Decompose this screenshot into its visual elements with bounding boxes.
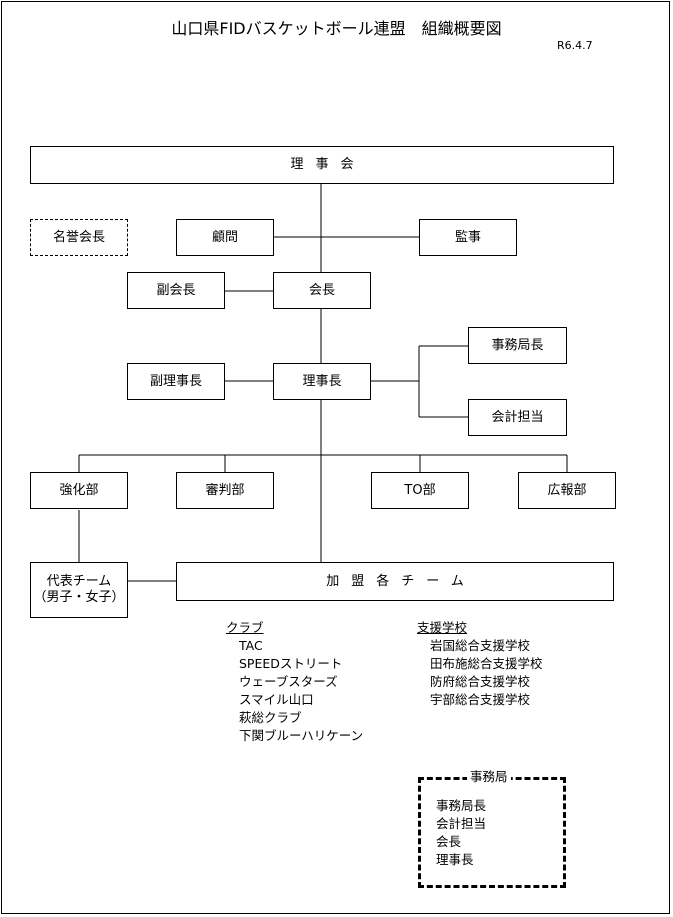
list-item: 会長 (436, 834, 462, 849)
national-team-box: 代表チーム （男子・女子） (30, 562, 128, 618)
list-item: 会計担当 (436, 816, 487, 831)
list-item: 萩総クラブ (239, 710, 302, 725)
national-team-label: 代表チーム (46, 574, 112, 589)
list-item: 理事長 (436, 852, 474, 867)
office-list: 事務局長 会計担当 会長 理事長 (436, 797, 486, 869)
board-box: 理事会 (30, 146, 614, 184)
schools-list: 支援学校 岩国総合支援学校 田布施総合支援学校 防府総合支援学校 宇部総合支援学… (417, 619, 543, 709)
honorary-president-box: 名誉会長 (30, 219, 128, 256)
list-item: ウェーブスターズ (239, 674, 338, 689)
list-item: 田布施総合支援学校 (430, 656, 543, 671)
chairman-box: 理事長 (273, 363, 371, 400)
clubs-list: クラブ TAC SPEEDストリート ウェーブスターズ スマイル山口 萩総クラブ… (226, 619, 363, 745)
office-title: 事務局 (467, 769, 511, 785)
auditor-box: 監事 (419, 219, 517, 256)
accountant-box: 会計担当 (468, 399, 567, 436)
list-item: SPEEDストリート (239, 656, 343, 671)
pr-dept-box: 広報部 (518, 472, 616, 509)
list-item: TAC (239, 638, 263, 653)
page-title: 山口県FIDバスケットボール連盟 組織概要図 (171, 19, 502, 38)
advisor-box: 顧問 (176, 219, 274, 256)
president-box: 会長 (273, 272, 371, 309)
list-item: 岩国総合支援学校 (430, 638, 531, 653)
list-item: 事務局長 (436, 798, 487, 813)
vice-chairman-box: 副理事長 (127, 363, 225, 400)
schools-heading: 支援学校 (417, 620, 468, 635)
clubs-heading: クラブ (226, 620, 264, 635)
strengthening-dept-box: 強化部 (30, 472, 128, 509)
to-dept-box: TO部 (371, 472, 469, 509)
revision-date: R6.4.7 (557, 39, 593, 52)
list-item: 防府総合支援学校 (430, 674, 531, 689)
member-teams-box: 加盟各チーム (176, 562, 614, 601)
secretary-general-box: 事務局長 (468, 327, 567, 364)
list-item: 下関ブルーハリケーン (239, 728, 364, 743)
vice-president-box: 副会長 (127, 272, 225, 309)
list-item: スマイル山口 (239, 692, 314, 707)
list-item: 宇部総合支援学校 (430, 692, 531, 707)
referee-dept-box: 審判部 (176, 472, 274, 509)
national-team-sub-label: （男子・女子） (33, 590, 125, 605)
